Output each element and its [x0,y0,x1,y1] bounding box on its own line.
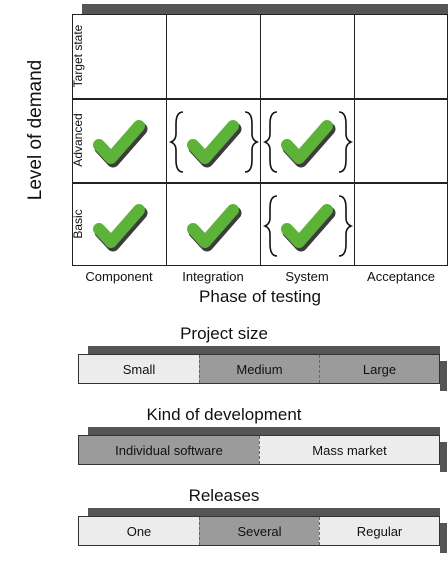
scale-segment-individual-software: Individual software [79,436,259,464]
x-axis-title: Phase of testing [199,287,321,306]
scale-edge-shadow [440,523,447,553]
scale-edge-shadow [440,442,447,472]
row-label-advanced: Advanced [70,113,85,167]
matrix-cell-advanced-integration [166,98,260,182]
matrix-cell-advanced-acceptance [354,98,448,182]
scale-segment-several: Several [199,517,319,545]
scale-shadow [88,508,440,518]
column-label-system: System [285,269,329,284]
brace-mark [338,195,354,257]
scale-edge-shadow [440,361,447,391]
scale-segment-mass-market: Mass market [259,436,439,464]
column-label-integration: Integration [182,269,244,284]
row-label-target-state: Target state [70,24,85,88]
check-icon [93,120,148,168]
brace-mark [244,111,260,173]
matrix-cell-advanced-component [72,98,166,182]
scale-title-releases: Releases [188,486,260,505]
scale-segment-medium: Medium [199,355,319,383]
column-label-acceptance: Acceptance [367,269,435,284]
matrix-cell-basic-component [72,182,166,266]
scale-title-project-size: Project size [180,324,268,343]
matrix-cell-target-state-system [260,14,354,98]
test-matrix [72,14,448,266]
brace-mark [338,111,354,173]
scale-segment-one: One [79,517,199,545]
brace-mark [168,111,184,173]
bracketed-check-icon [262,111,354,173]
matrix-cell-target-state-integration [166,14,260,98]
brace-mark [262,111,278,173]
matrix-header-shadow [82,4,448,16]
brace-mark [262,195,278,257]
matrix-cell-target-state-acceptance [354,14,448,98]
row-label-basic: Basic [70,209,85,239]
check-icon [187,204,242,252]
scale-segment-small: Small [79,355,199,383]
scale-title-kind-of-development: Kind of development [146,405,302,424]
scale-segment-regular: Regular [319,517,439,545]
matrix-cell-basic-acceptance [354,182,448,266]
y-axis-title: Level of demand [25,59,46,201]
scale-shadow [88,346,440,356]
matrix-cell-basic-integration [166,182,260,266]
scale-segment-large: Large [319,355,439,383]
check-icon [93,204,148,252]
matrix-cell-basic-system [260,182,354,266]
column-label-component: Component [85,269,153,284]
matrix-cell-target-state-component [72,14,166,98]
bracketed-check-icon [262,195,354,257]
matrix-cell-advanced-system [260,98,354,182]
bracketed-check-icon [168,111,260,173]
scale-shadow [88,427,440,437]
